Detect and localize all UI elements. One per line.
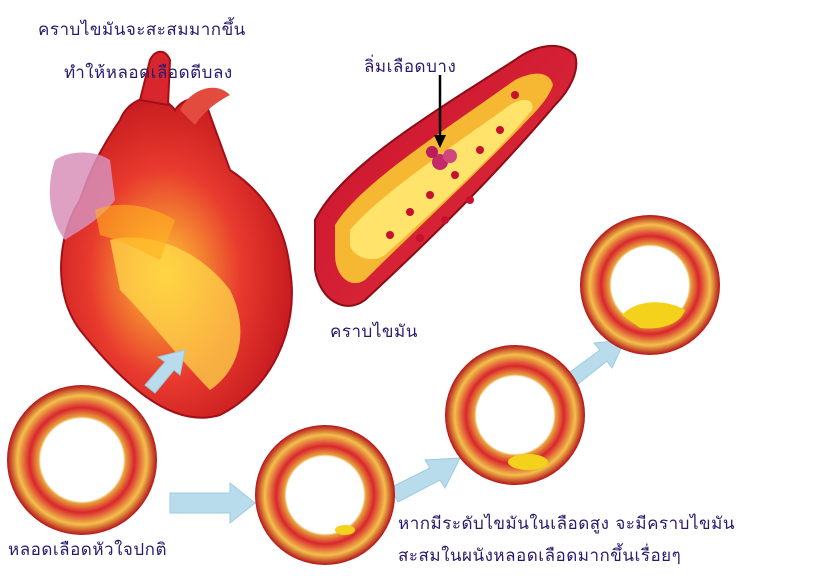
vessel-ring-stage-3	[580, 215, 720, 355]
caption-fatty-plaque: คราบไขมัน	[330, 322, 418, 342]
arrow-stage-3	[570, 340, 625, 384]
caption-normal-vessel: หลอดเลือดหัวใจปกติ	[8, 540, 167, 560]
arrow-stage-2	[390, 458, 460, 502]
vessel-ring-stage-2	[445, 345, 585, 485]
caption-vessel-narrows: ทำให้หลอดเลือดตีบลง	[64, 63, 233, 83]
caption-blood-clot: ลิ่มเลือดบาง	[364, 57, 456, 77]
caption-high-fat-line1: หากมีระดับไขมันในเลือดสูง จะมีคราบไขมัน	[398, 514, 735, 534]
artery-cross-section	[315, 46, 576, 306]
vessel-ring-normal	[7, 385, 157, 535]
vessel-ring-stage-1	[255, 425, 395, 565]
caption-plaque-accumulates: คราบไขมันจะสะสมมากขึ้น	[38, 20, 246, 40]
caption-high-fat-line2: สะสมในผนังหลอดเลือดมากขึ้นเรื่อยๆ	[398, 546, 681, 566]
arrow-stage-1	[170, 483, 255, 523]
